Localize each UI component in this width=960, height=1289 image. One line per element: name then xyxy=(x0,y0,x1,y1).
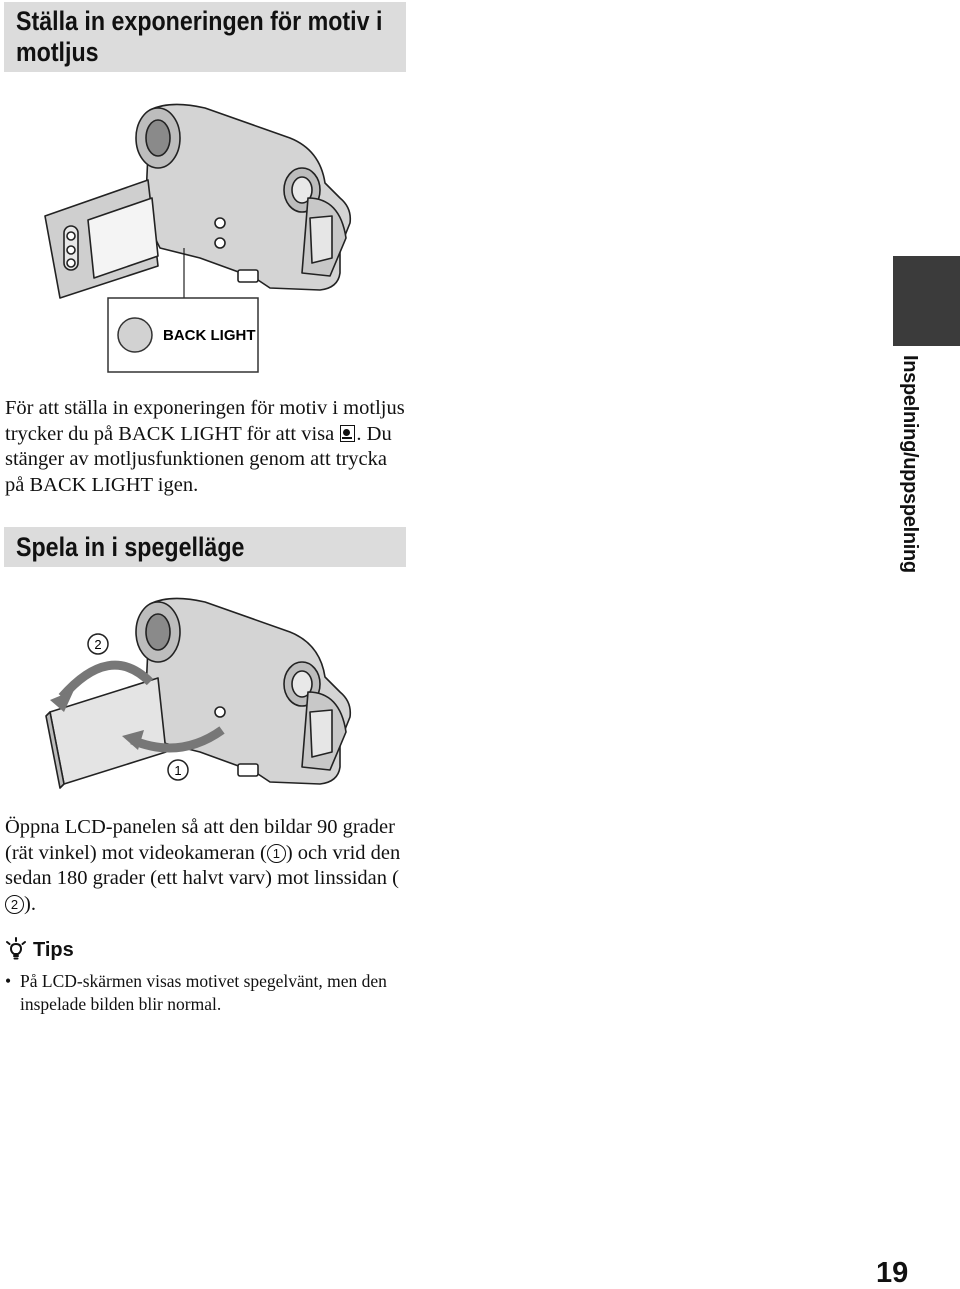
backlight-icon xyxy=(340,424,356,442)
section-heading-backlight: Ställa in exponeringen för motiv i motlj… xyxy=(4,2,406,72)
tips-list: På LCD-skärmen visas motivet spegelvänt,… xyxy=(5,970,415,1016)
step-marker-1: 1 xyxy=(174,763,181,778)
chapter-tab-marker xyxy=(893,256,960,346)
chapter-tab-text: Inspelning/uppspelning xyxy=(899,355,921,573)
chapter-tab-label: Inspelning/uppspelning xyxy=(895,355,925,580)
step-marker-1-inline: 1 xyxy=(266,843,286,863)
section-heading-mirror-mode: Spela in i spegelläge xyxy=(4,527,406,567)
tips-title: Tips xyxy=(33,939,74,961)
camcorder-mirror-mode-illustration: 2 1 xyxy=(45,597,352,789)
step-marker-2: 2 xyxy=(94,637,101,652)
mirror-text-part1: Öppna LCD-panelen så att den bildar 90 g… xyxy=(5,816,395,864)
mirror-mode-instructions: Öppna LCD-panelen så att den bildar 90 g… xyxy=(5,815,405,917)
tips-heading: Tips xyxy=(5,936,74,964)
backlight-text-part2: . Du stänger av motljusfunktionen genom … xyxy=(5,422,392,496)
list-item: På LCD-skärmen visas motivet spegelvänt,… xyxy=(5,970,415,1016)
lightbulb-icon xyxy=(6,937,26,960)
backlight-instructions: För att ställa in exponeringen för motiv… xyxy=(5,396,405,498)
page-number: 19 xyxy=(876,1257,909,1289)
camcorder-backlight-illustration: BACK LIGHT xyxy=(44,103,352,373)
mirror-text-part2: ) och vrid den sedan 180 grader (ett hal… xyxy=(5,841,401,890)
step-marker-2-inline: 2 xyxy=(5,894,24,914)
backlight-text-part1: För att ställa in exponeringen för motiv… xyxy=(5,397,405,445)
section-title: Spela in i spegelläge xyxy=(16,532,245,562)
mirror-text-part3: ). xyxy=(24,892,36,915)
section-title: Ställa in exponeringen för motiv i motlj… xyxy=(16,6,383,67)
backlight-button-label: BACK LIGHT xyxy=(163,327,256,344)
